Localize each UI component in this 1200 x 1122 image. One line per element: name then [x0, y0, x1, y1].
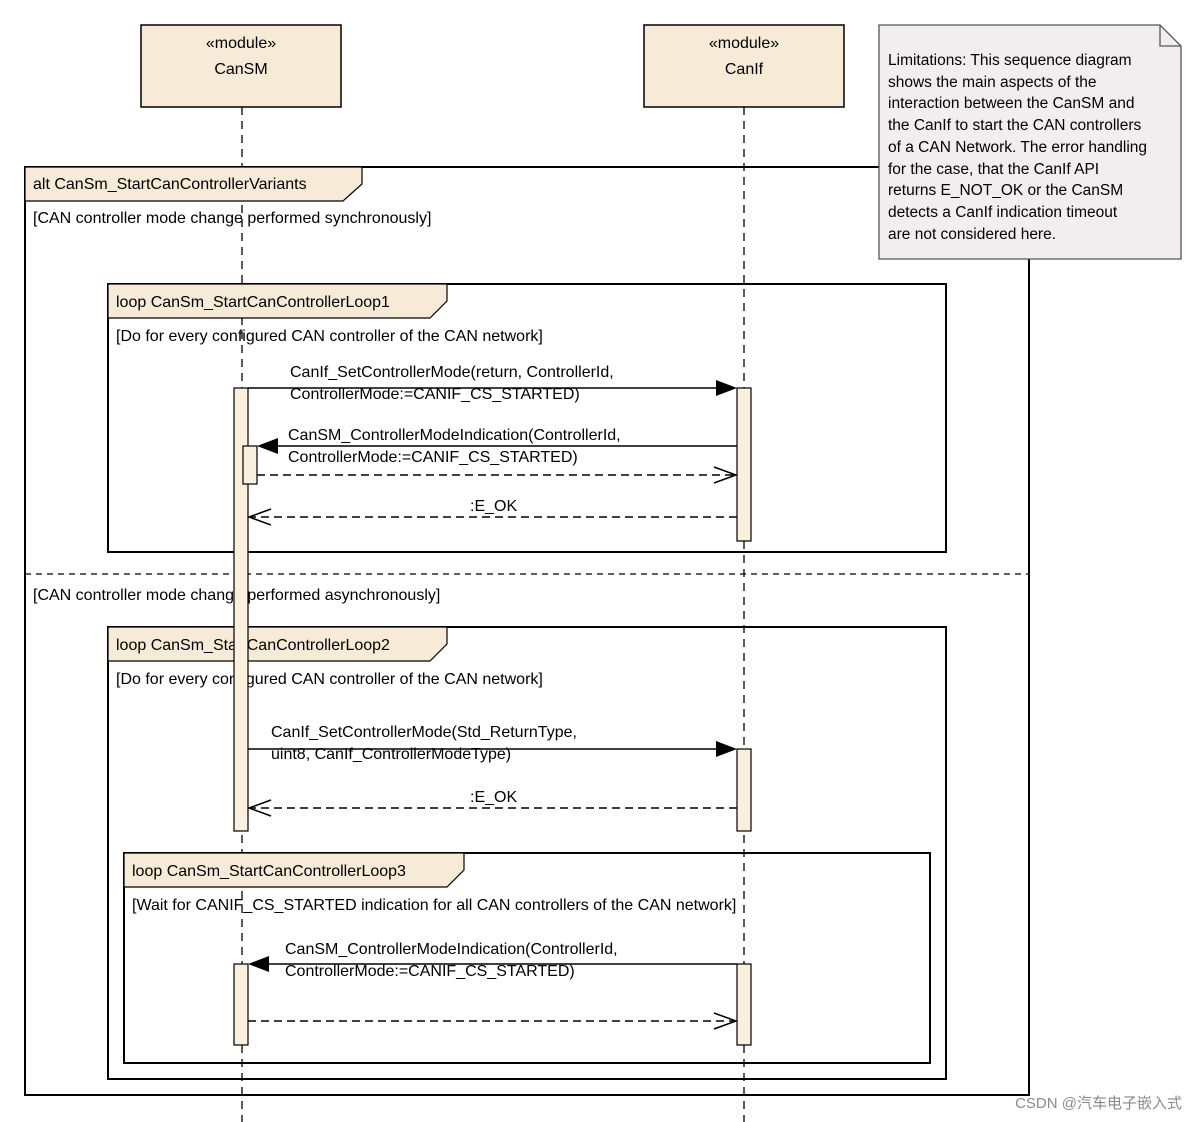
loop1-indication-message[interactable]: CanSM_ControllerModeIndication(Controlle… [257, 427, 737, 466]
note-line-5: of a CAN Network. The error handling [888, 139, 1147, 156]
cansm-activation-indication1 [242, 445, 258, 485]
cansm-stereotype: «module» [206, 35, 276, 52]
watermark: CSDN @汽车电子嵌入式 [1015, 1095, 1182, 1112]
alt-fragment[interactable]: alt CanSm_StartCanControllerVariants [CA… [24, 166, 1030, 1096]
loop1-msg2-line1: CanSM_ControllerModeIndication(Controlle… [288, 427, 621, 444]
note-line-3: interaction between the CanSM and [888, 95, 1134, 112]
loop3-label: loop CanSm_StartCanControllerLoop3 [132, 863, 406, 880]
filled-arrowhead-icon [716, 380, 737, 396]
note-line-4: the CanIf to start the CAN controllers [888, 117, 1142, 134]
alt-label: alt CanSm_StartCanControllerVariants [33, 176, 307, 193]
loop3-msg1-line1: CanSM_ControllerModeIndication(Controlle… [285, 941, 618, 958]
canif-activation-3 [736, 963, 752, 1046]
loop1-return-label: :E_OK [470, 498, 517, 515]
open-arrowhead-icon [713, 1012, 739, 1030]
loop3-fragment[interactable]: loop CanSm_StartCanControllerLoop3 [Wait… [123, 852, 931, 1064]
filled-arrowhead-icon [716, 741, 737, 757]
note-line-8: detects a CanIf indication timeout [888, 204, 1118, 221]
loop2-fragment[interactable]: loop CanSm_StartCanControllerLoop2 [Do f… [107, 626, 947, 1080]
open-arrowhead-icon [246, 508, 272, 526]
note-fold-icon [1159, 25, 1181, 47]
loop3-indication-reply[interactable] [248, 1012, 739, 1030]
note-line-7: returns E_NOT_OK or the CanSM [888, 182, 1123, 199]
canif-lifeline-head[interactable]: «module» CanIf [643, 24, 845, 108]
filled-arrowhead-icon [248, 956, 269, 972]
limitations-note[interactable]: Limitations: This sequence diagram shows… [878, 24, 1182, 260]
loop1-msg2-line2: ControllerMode:=CANIF_CS_STARTED) [288, 449, 578, 466]
loop3-guard: [Wait for CANIF_CS_STARTED indication fo… [132, 897, 736, 914]
cansm-lifeline-head[interactable]: «module» CanSM [140, 24, 342, 108]
loop2-return-message[interactable]: :E_OK [246, 789, 737, 817]
note-line-6: for the case, that the CanIf API [888, 161, 1099, 178]
loop2-setcontrollermode-message[interactable]: CanIf_SetControllerMode(Std_ReturnType, … [248, 724, 737, 763]
loop3-msg1-line2: ControllerMode:=CANIF_CS_STARTED) [285, 963, 575, 980]
loop2-guard: [Do for every configured CAN controller … [116, 671, 543, 688]
loop2-return-label: :E_OK [470, 789, 517, 806]
note-line-9: are not considered here. [888, 226, 1056, 243]
loop2-label: loop CanSm_StartCanControllerLoop2 [116, 637, 390, 654]
alt-guard-sync: [CAN controller mode change performed sy… [33, 210, 431, 227]
loop1-label: loop CanSm_StartCanControllerLoop1 [116, 294, 390, 311]
loop2-msg1-line2: uint8, CanIf_ControllerModeType) [271, 746, 511, 763]
canif-name: CanIf [725, 61, 764, 78]
open-arrowhead-icon [246, 799, 272, 817]
cansm-name: CanSM [214, 61, 267, 78]
loop3-indication-message[interactable]: CanSM_ControllerModeIndication(Controlle… [248, 941, 737, 980]
canif-activation-1 [736, 387, 752, 542]
loop1-msg1-line2: ControllerMode:=CANIF_CS_STARTED) [290, 386, 580, 403]
open-arrowhead-icon [713, 466, 739, 484]
note-line-2: shows the main aspects of the [888, 74, 1097, 91]
loop2-msg1-line1: CanIf_SetControllerMode(Std_ReturnType, [271, 724, 577, 741]
cansm-activation-main [233, 387, 249, 832]
note-line-1: Limitations: This sequence diagram [888, 52, 1132, 69]
loop1-fragment[interactable]: loop CanSm_StartCanControllerLoop1 [Do f… [107, 283, 947, 553]
canif-activation-2 [736, 748, 752, 832]
loop1-msg1-line1: CanIf_SetControllerMode(return, Controll… [290, 364, 614, 381]
loop1-setcontrollermode-message[interactable]: CanIf_SetControllerMode(return, Controll… [248, 364, 737, 403]
loop1-indication-reply[interactable] [257, 466, 739, 484]
cansm-activation-indication2 [233, 963, 249, 1046]
canif-stereotype: «module» [709, 35, 779, 52]
loop1-guard: [Do for every configured CAN controller … [116, 328, 543, 345]
loop1-return-message[interactable]: :E_OK [246, 498, 737, 526]
filled-arrowhead-icon [257, 438, 278, 454]
